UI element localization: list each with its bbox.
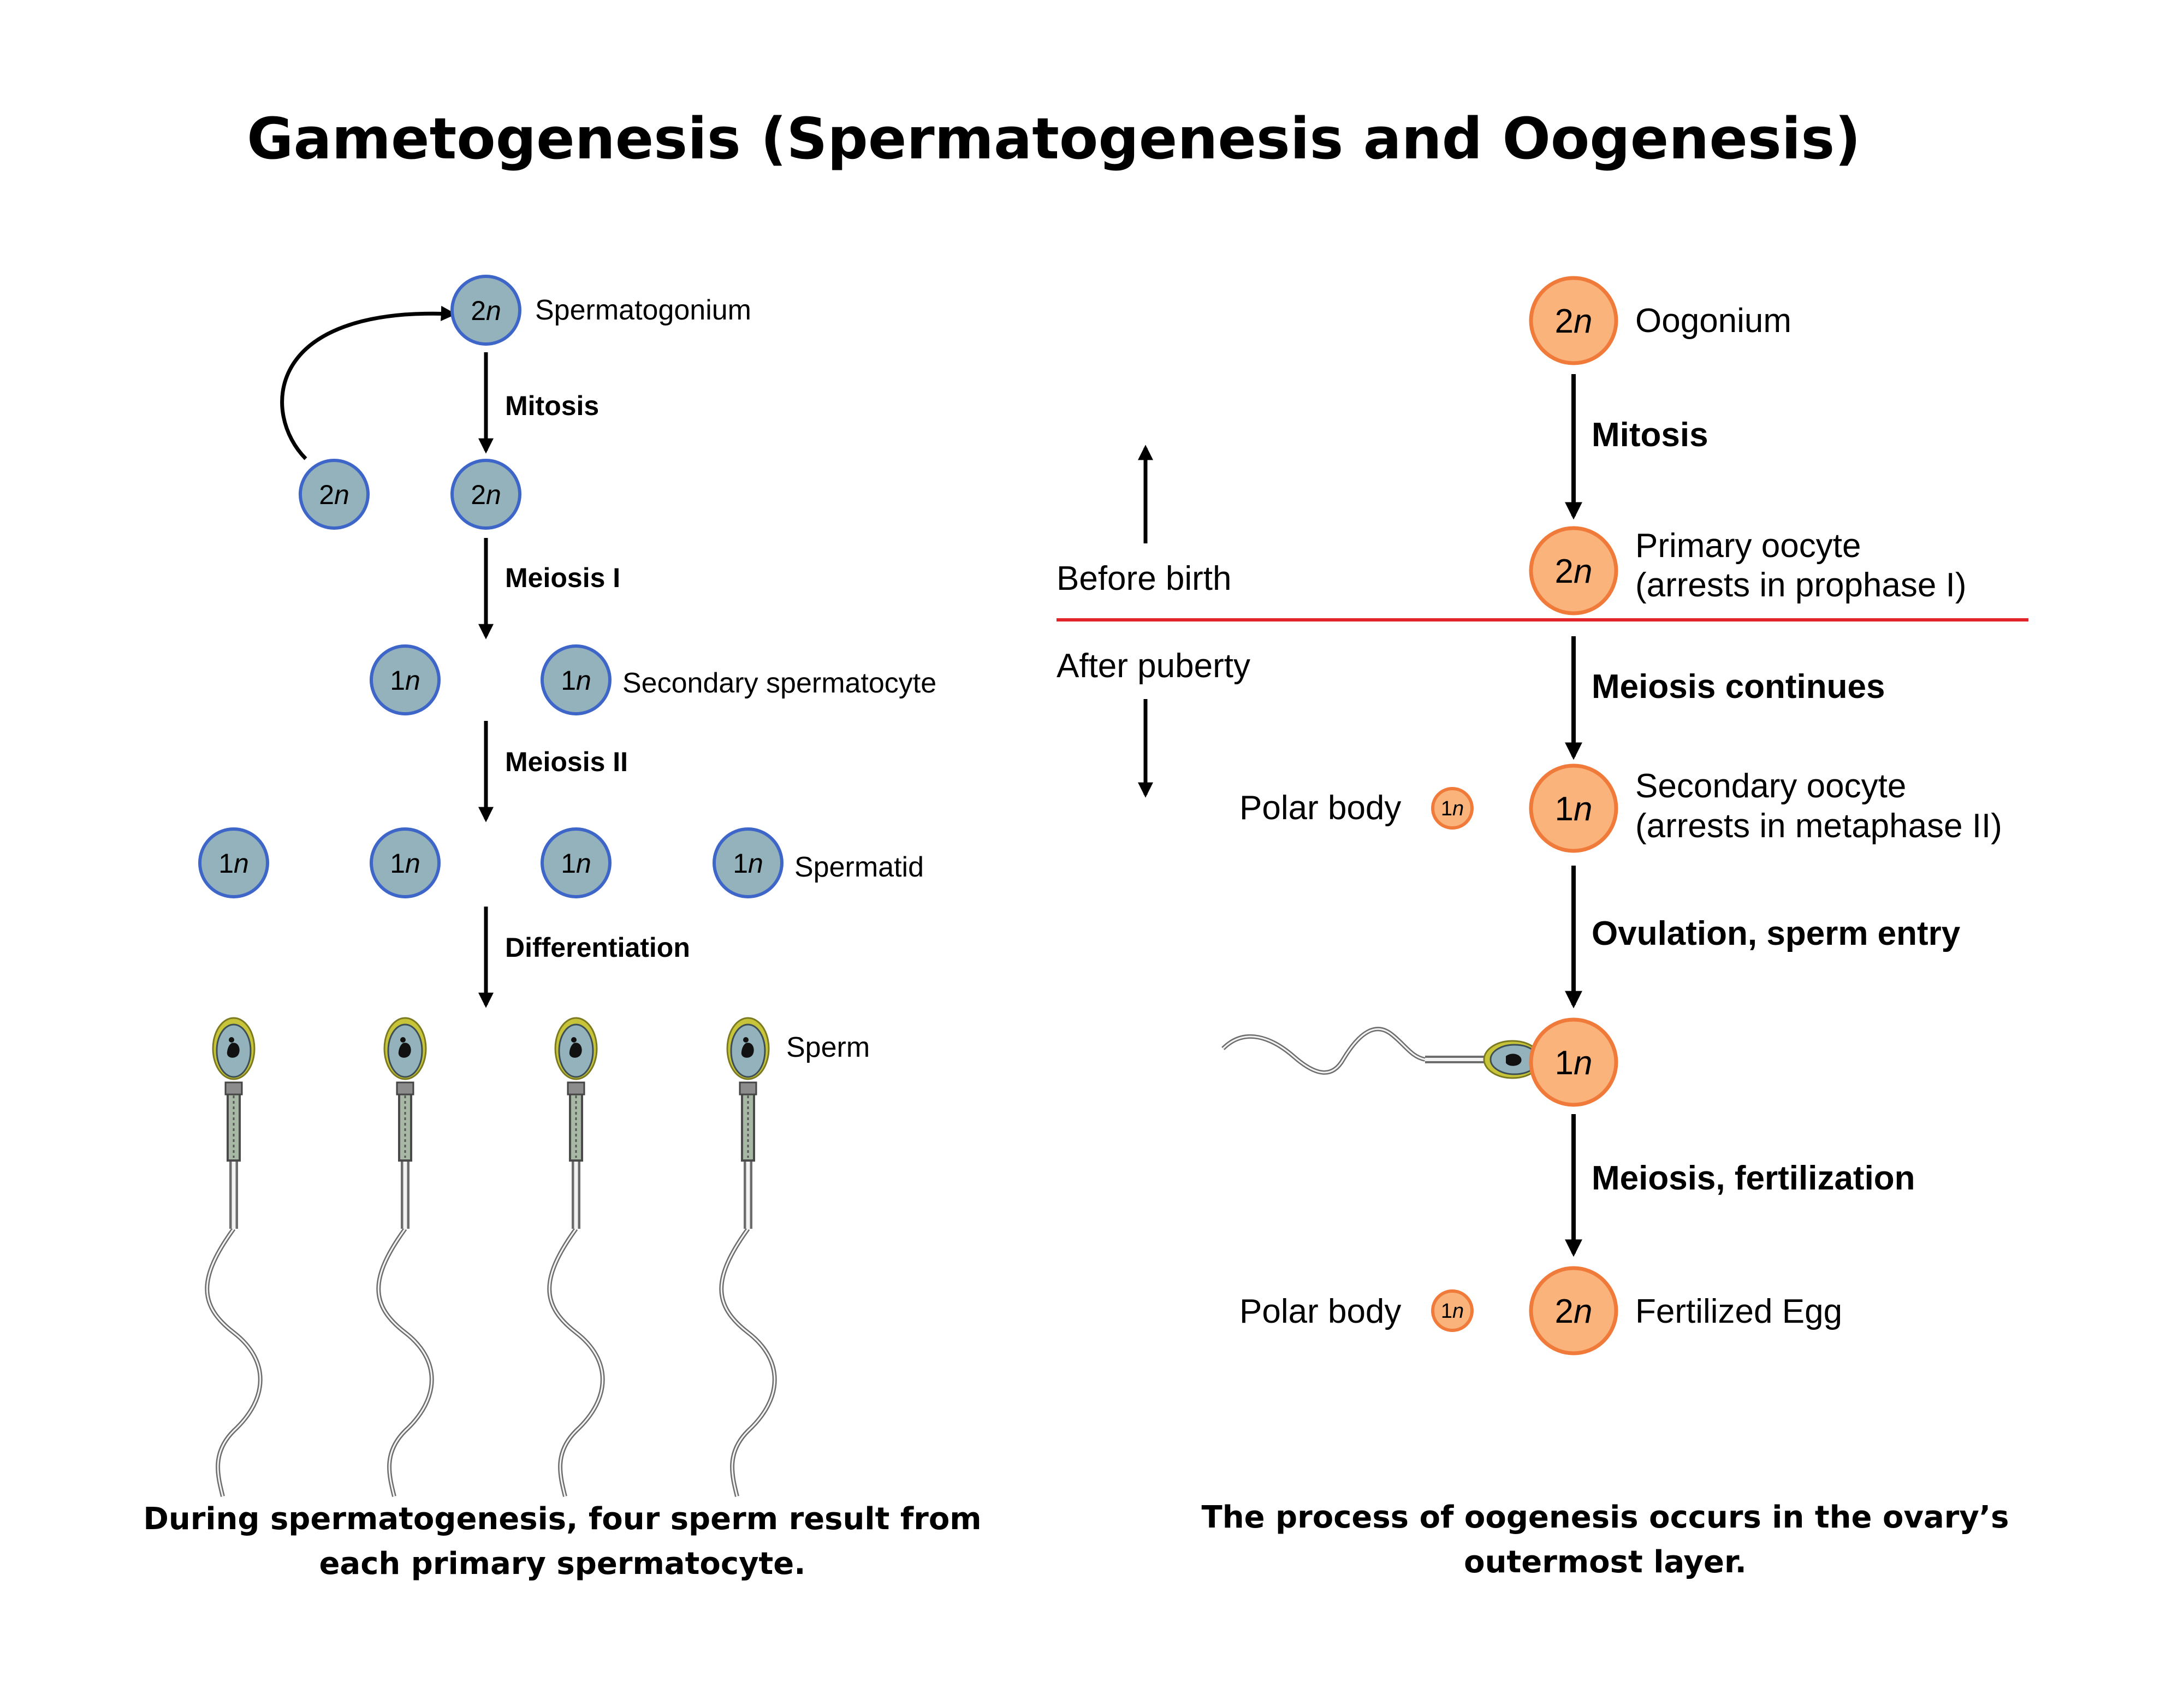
cell-primary-oocyte: 2n [1529,526,1618,615]
ploidy-label: 2n [319,479,349,510]
ploidy-label: 1n [561,665,591,696]
ploidy-label: 1n [218,848,249,879]
step-mitosis: Mitosis [505,390,599,421]
ploidy-label: 1n [390,665,420,696]
oogenesis-panel: Before birth After puberty 2n 2n 1n 1n [1057,276,2028,1580]
cell-polar-body-2: 1n [1431,1289,1474,1332]
ploidy-label: 2n [471,295,501,326]
label-before-birth: Before birth [1057,560,1232,597]
cell-spermatid-c: 1n [541,827,612,898]
ploidy-label: 2n [1555,553,1593,590]
ploidy-label: 1n [1441,797,1464,820]
cell-spermatid-d: 1n [713,827,784,898]
label-after-puberty: After puberty [1057,647,1250,685]
label-polar-body-2: Polar body [1239,1293,1401,1330]
ploidy-label: 2n [1555,303,1593,340]
ploidy-label: 1n [733,848,763,879]
caption-spermatogenesis-line-2: each primary spermatocyte. [319,1546,805,1582]
ploidy-label: 1n [1441,1300,1464,1323]
step-fertilization: Meiosis, fertilization [1592,1159,1915,1197]
label-oogonium: Oogonium [1635,302,1791,340]
cell-penetrated-oocyte: 1n [1529,1017,1618,1107]
label-primary-oocyte-note: (arrests in prophase I) [1635,566,1966,604]
sperm-entering-oocyte [1221,1027,1552,1079]
cell-secondary-spermatocyte-b: 1n [541,644,612,715]
cell-mitosis-b: 2n [450,459,521,530]
ploidy-label: 1n [1555,1044,1593,1082]
caption-spermatogenesis-line-1: During spermatogenesis, four sperm resul… [143,1501,981,1537]
label-spermatogonium: Spermatogonium [535,294,751,326]
sperm-3 [549,1018,603,1496]
self-renewal-arrow [280,306,456,460]
page-title: Gametogenesis (Spermatogenesis and Oogen… [247,105,1861,172]
caption-oogenesis-line-1: The process of oogenesis occurs in the o… [1202,1500,2009,1535]
sperm-4 [721,1018,775,1496]
ploidy-label: 2n [1555,1293,1593,1330]
label-sperm: Sperm [786,1032,870,1063]
step-differentiation: Differentiation [505,932,690,963]
cell-spermatogonium: 2n [450,275,521,346]
ploidy-label: 1n [390,848,420,879]
cell-fertilized-egg: 2n [1529,1266,1618,1355]
step-meiosis-2: Meiosis II [505,747,628,777]
label-polar-body-1: Polar body [1239,789,1401,827]
cell-secondary-oocyte: 1n [1529,763,1618,853]
cell-oogonium: 2n [1529,276,1618,365]
cell-spermatid-a: 1n [198,827,269,898]
label-primary-oocyte: Primary oocyte [1635,527,1861,565]
sperm-1 [207,1018,260,1496]
label-spermatid: Spermatid [794,851,924,883]
step-meiosis-continues: Meiosis continues [1592,668,1885,706]
ploidy-label: 1n [1555,790,1593,828]
cell-secondary-spermatocyte-a: 1n [370,644,441,715]
label-secondary-spermatocyte: Secondary spermatocyte [622,667,936,699]
cell-mitosis-a: 2n [299,459,370,530]
ploidy-label: 2n [471,479,501,510]
sperm-2 [378,1018,432,1496]
step-mitosis: Mitosis [1592,416,1708,454]
cell-spermatid-b: 1n [370,827,441,898]
label-fertilized-egg: Fertilized Egg [1635,1293,1842,1330]
step-ovulation: Ovulation, sperm entry [1592,915,1961,952]
cell-polar-body-1: 1n [1431,787,1474,830]
ploidy-label: 1n [561,848,591,879]
caption-oogenesis-line-2: outermost layer. [1464,1544,1747,1580]
label-secondary-oocyte: Secondary oocyte [1635,767,1906,805]
spermatogenesis-panel: 2n 2n 2n 1n 1n 1n 1n 1n [143,275,982,1582]
step-meiosis-1: Meiosis I [505,563,620,593]
label-secondary-oocyte-note: (arrests in metaphase II) [1635,807,2002,845]
